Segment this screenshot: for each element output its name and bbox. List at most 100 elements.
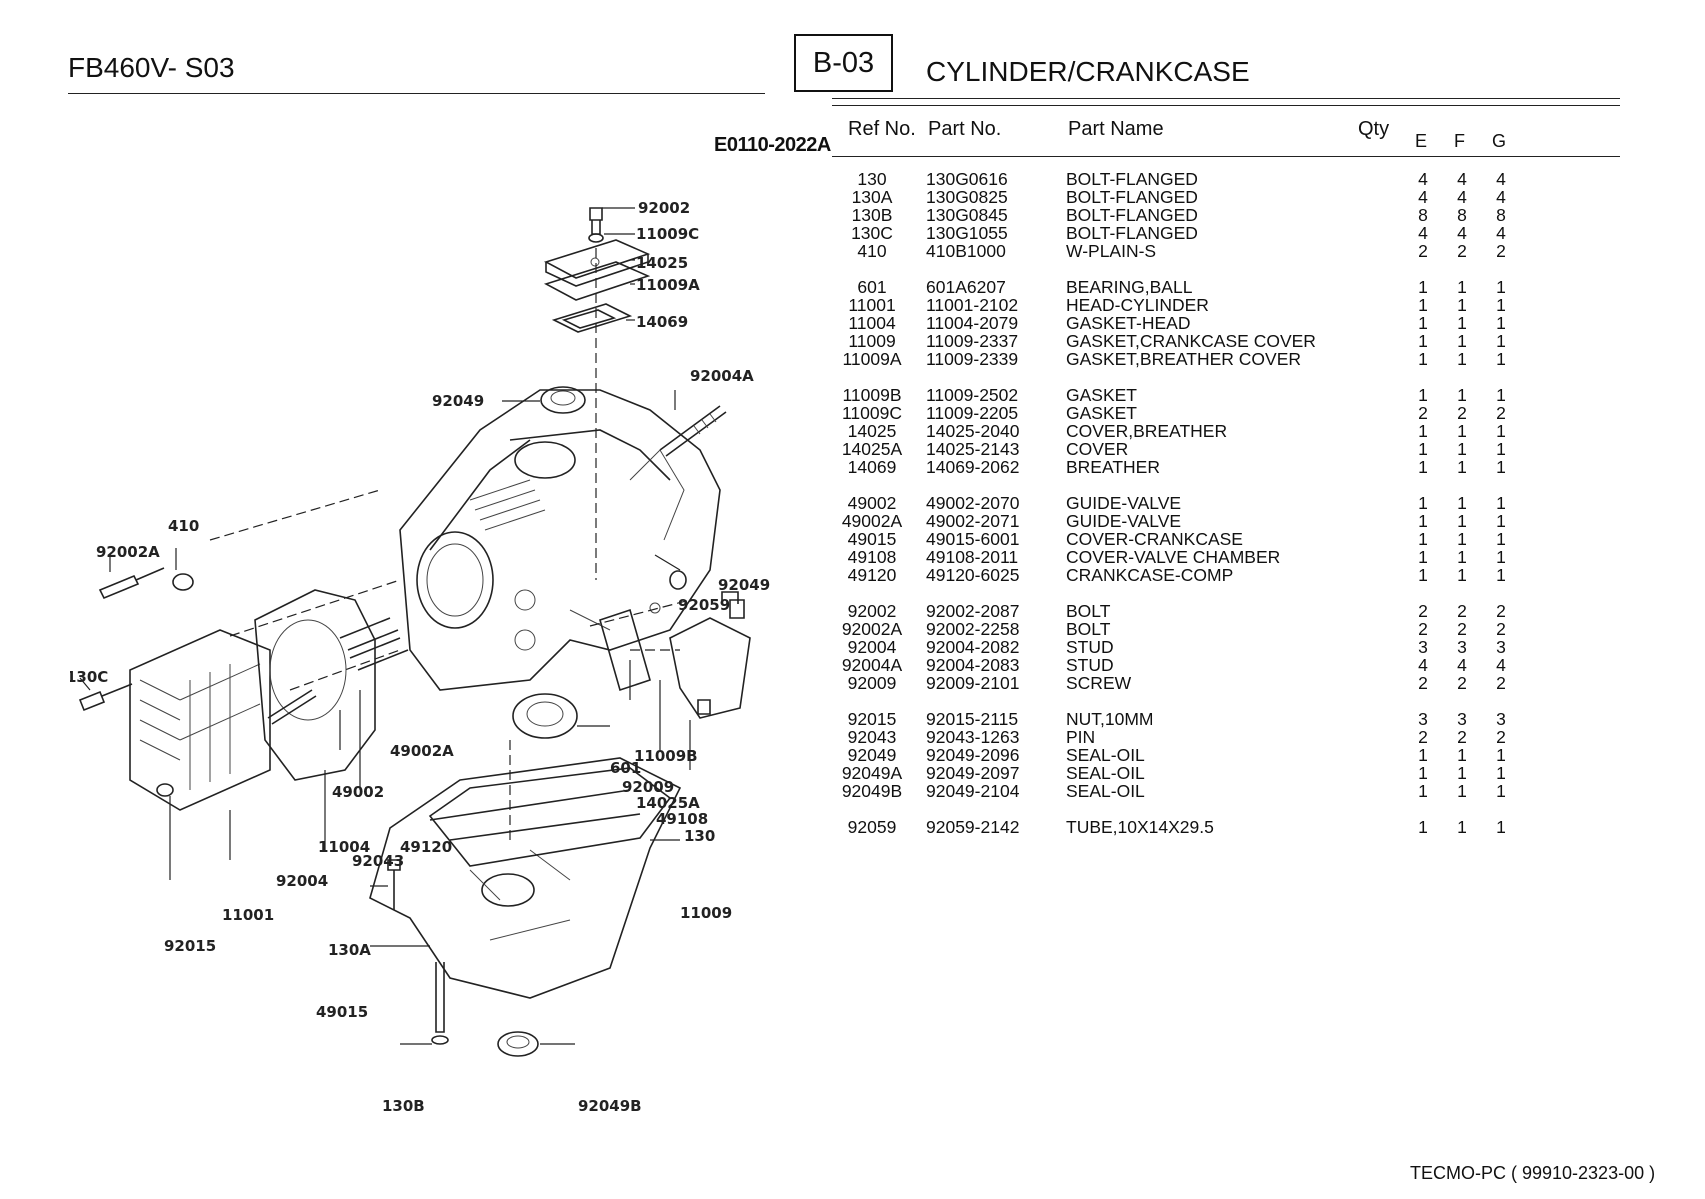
ref-cell: 92004 [847, 637, 897, 657]
ref-cell: 130A [851, 187, 893, 207]
part-number-cell: 92015-2115 [926, 709, 1019, 729]
callout-49002A: 49002A [390, 742, 454, 760]
part-number-cell: 92004-2082 [926, 637, 1020, 657]
qty-g-cell: 1 [1496, 565, 1506, 585]
part-name-cell: STUD [1066, 655, 1114, 675]
group-spacer [832, 692, 1532, 710]
callout-130A: 130A [328, 941, 371, 959]
stud-92004A-drawing [659, 405, 727, 457]
ref-cell: 11001 [848, 295, 896, 315]
qty-f-cell: 2 [1457, 727, 1467, 747]
qty-f-cell: 1 [1457, 745, 1467, 765]
ref-cell: 92004A [841, 655, 903, 675]
ref-cell: 92015 [847, 709, 897, 729]
group-spacer [832, 368, 1532, 386]
part-name-cell: HEAD-CYLINDER [1066, 295, 1209, 315]
part-name-cell: COVER [1066, 439, 1129, 459]
diagram-code: E0110-2022A [714, 134, 831, 156]
group-spacer [832, 476, 1532, 494]
part-name-cell: BOLT-FLANGED [1066, 205, 1198, 225]
qty-f-cell: 1 [1457, 763, 1467, 783]
callout-92009: 92009 [622, 778, 674, 796]
part-name-cell: COVER-VALVE CHAMBER [1066, 547, 1281, 567]
callout-410: 410 [168, 517, 199, 535]
ref-cell: 92049A [841, 763, 903, 783]
ref-cell: 11009 [848, 331, 896, 351]
qty-f-cell: 1 [1457, 511, 1467, 531]
qty-f-cell: 4 [1457, 187, 1467, 207]
qty-g-cell: 4 [1496, 169, 1506, 189]
qty-e-cell: 8 [1418, 205, 1428, 225]
ref-cell: 92049 [847, 745, 897, 765]
part-number-cell: 130G0825 [926, 187, 1008, 207]
qty-f-cell: 1 [1457, 385, 1467, 405]
qty-f-cell: 8 [1457, 205, 1467, 225]
column-header-qty: Qty [1358, 118, 1390, 140]
qty-g-cell: 1 [1496, 493, 1506, 513]
qty-f-cell: 2 [1457, 601, 1467, 621]
qty-g-cell: 2 [1496, 619, 1506, 639]
column-header-name: Part Name [1068, 118, 1164, 140]
part-name-cell: SEAL-OIL [1066, 745, 1145, 765]
qty-e-cell: 1 [1418, 745, 1428, 765]
part-number-cell: 11001-2102 [926, 295, 1019, 315]
breather-assembly-drawing [543, 207, 651, 580]
qty-e-cell: 1 [1418, 457, 1428, 477]
qty-f-cell: 1 [1457, 781, 1467, 801]
qty-g-cell: 2 [1496, 403, 1506, 423]
qty-g-cell: 4 [1496, 187, 1506, 207]
callout-92004A: 92004A [690, 367, 754, 385]
callout-92043: 92043 [352, 852, 404, 870]
callout-92004: 92004 [276, 872, 328, 890]
qty-e-cell: 1 [1418, 331, 1428, 351]
ref-cell: 14069 [847, 457, 897, 477]
qty-g-cell: 1 [1496, 781, 1506, 801]
part-name-cell: BOLT [1066, 601, 1111, 621]
qty-e-cell: 1 [1418, 349, 1428, 369]
qty-e-cell: 4 [1418, 655, 1428, 675]
qty-g-cell: 3 [1496, 709, 1506, 729]
ref-cell: 14025A [841, 439, 903, 459]
part-number-cell: 92049-2097 [926, 763, 1020, 783]
callout-92049B: 92049B [578, 1097, 642, 1115]
qty-g-cell: 4 [1496, 655, 1506, 675]
qty-g-cell: 1 [1496, 745, 1506, 765]
part-number-cell: 14025-2040 [926, 421, 1020, 441]
part-number-cell: 92002-2258 [926, 619, 1020, 639]
qty-e-cell: 1 [1418, 439, 1428, 459]
callout-11004: 11004 [318, 838, 370, 856]
column-header-ref: Ref No. [848, 118, 916, 140]
qty-g-cell: 1 [1496, 295, 1506, 315]
qty-e-cell: 1 [1418, 565, 1428, 585]
part-number-cell: 49002-2070 [926, 493, 1020, 513]
ref-cell: 130 [857, 169, 887, 189]
ref-cell: 130C [851, 223, 893, 243]
qty-g-cell: 1 [1496, 511, 1506, 531]
qty-e-cell: 2 [1418, 601, 1428, 621]
qty-f-cell: 1 [1457, 547, 1467, 567]
qty-g-cell: 1 [1496, 385, 1506, 405]
qty-f-cell: 2 [1457, 673, 1467, 693]
tube-and-seal-drawing [669, 570, 739, 604]
bearing-601-drawing [512, 693, 578, 739]
qty-g-cell: 1 [1496, 349, 1506, 369]
callout-11009B: 11009B [634, 747, 698, 765]
qty-e-cell: 1 [1418, 313, 1428, 333]
qty-e-cell: 1 [1418, 277, 1428, 297]
qty-e-cell: 2 [1418, 619, 1428, 639]
qty-f-cell: 2 [1457, 403, 1467, 423]
part-name-cell: BOLT-FLANGED [1066, 187, 1198, 207]
part-name-cell: GASKET,CRANKCASE COVER [1066, 331, 1316, 351]
part-number-cell: 92049-2104 [926, 781, 1020, 801]
